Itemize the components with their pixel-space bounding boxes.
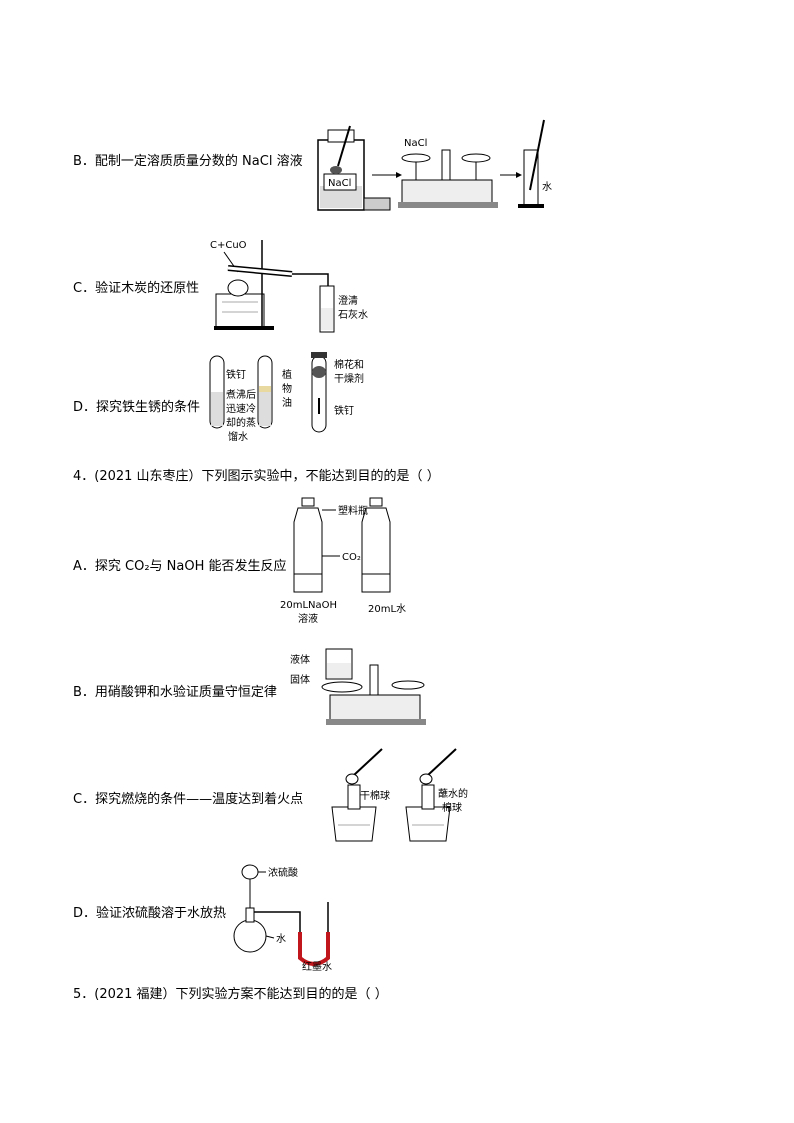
- question-5: 5．(2021 福建）下列实验方案不能达到目的的是（ ）: [73, 987, 388, 1002]
- sulfuric-acid-diagram: 浓硫酸 水 红墨水: [233, 864, 332, 973]
- bottle-label: NaCl: [328, 178, 351, 189]
- oil-label-3: 油: [282, 396, 292, 409]
- q4-option-d: D．验证浓硫酸溶于水放热: [73, 906, 227, 921]
- wet-cotton-label-1: 蘸水的: [438, 787, 468, 800]
- dry-cotton-label: 干棉球: [360, 789, 390, 802]
- boiled-label-4: 馏水: [228, 430, 248, 443]
- mass-conservation-diagram: 液体 固体: [290, 648, 426, 725]
- solid-label: 固体: [290, 674, 310, 686]
- pan-label: NaCl: [404, 138, 427, 149]
- limewater-label-2: 石灰水: [338, 308, 368, 321]
- combustion-diagram: 干棉球 蘸水的 棉球: [331, 748, 468, 842]
- cotton-label-1: 棉花和: [334, 358, 364, 371]
- boiled-label-2: 迅速冷: [226, 402, 256, 415]
- nail-label: 铁钉: [226, 368, 246, 381]
- boiled-label-1: 煮沸后: [226, 388, 256, 401]
- question-4: 4．(2021 山东枣庄）下列图示实验中，不能达到目的的是（ ）: [73, 469, 440, 484]
- iron-rust-diagram: 铁钉 煮沸后 迅速冷 却的蒸 馏水 植 物 油 棉花和 干燥剂 铁钉: [209, 352, 364, 443]
- acid-label: 浓硫酸: [268, 866, 298, 879]
- ink-label: 红墨水: [302, 960, 332, 973]
- charcoal-reduction-diagram: C+CuO 澄清 石灰水: [210, 240, 368, 333]
- q4-option-c: C．探究燃烧的条件——温度达到着火点: [73, 792, 304, 807]
- oil-label-1: 植: [282, 368, 292, 381]
- oil-label-2: 物: [282, 382, 292, 395]
- q4-option-b: B．用硝酸钾和水验证质量守恒定律: [73, 685, 277, 700]
- q3-option-d: D．探究铁生锈的条件: [73, 400, 201, 415]
- water-label: 水: [276, 933, 286, 945]
- co2-naoh-diagram: 塑料瓶 CO₂ 20mLNaOH 溶液 20mL水: [280, 497, 406, 625]
- left-label-2: 溶液: [298, 612, 318, 625]
- nacl-solution-diagram: NaCl NaCl 水: [317, 119, 552, 211]
- boiled-label-3: 却的蒸: [226, 416, 256, 429]
- nail2-label: 铁钉: [334, 404, 354, 417]
- left-label-1: 20mLNaOH: [280, 600, 337, 611]
- q3-option-b: B．配制一定溶质质量分数的 NaCl 溶液: [73, 154, 303, 169]
- cotton-label-2: 干燥剂: [334, 372, 364, 385]
- water-label: 水: [542, 181, 552, 193]
- limewater-label-1: 澄清: [338, 294, 358, 307]
- right-label: 20mL水: [368, 603, 406, 615]
- liquid-label: 液体: [290, 653, 310, 666]
- bottle-label: 塑料瓶: [338, 504, 368, 517]
- q4-option-a: A．探究 CO₂与 NaOH 能否发生反应: [73, 559, 287, 574]
- q3-option-c: C．验证木炭的还原性: [73, 281, 200, 296]
- gas-label: CO₂: [342, 552, 361, 563]
- wet-cotton-label-2: 棉球: [442, 801, 462, 814]
- reagent-label: C+CuO: [210, 240, 247, 251]
